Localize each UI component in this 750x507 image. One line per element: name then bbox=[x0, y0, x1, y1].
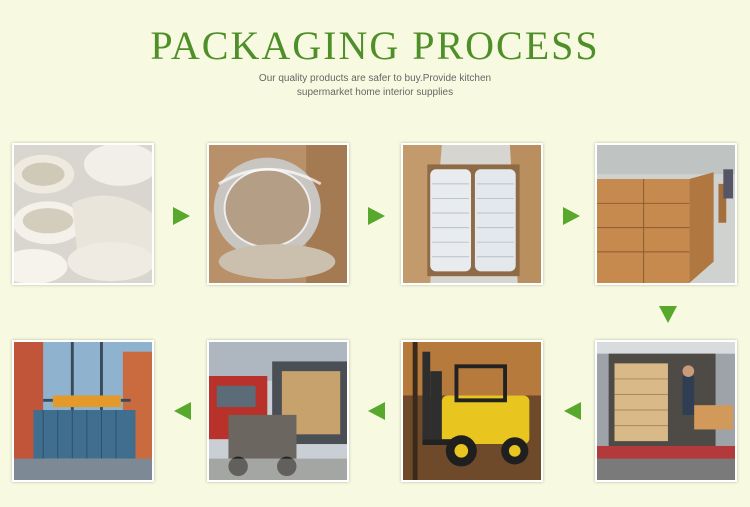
stacked-bowls-photo bbox=[14, 145, 152, 283]
subtitle-line-1: Our quality products are safer to buy.Pr… bbox=[258, 73, 492, 84]
page-subtitle: Our quality products are safer to buy.Pr… bbox=[0, 72, 750, 100]
arrow-left-icon bbox=[562, 400, 584, 422]
arrow-right-icon bbox=[170, 205, 192, 227]
truck-container-photo bbox=[209, 342, 347, 480]
step-5-photo bbox=[595, 340, 737, 482]
container-loading-photo bbox=[597, 342, 735, 480]
step-1-photo bbox=[12, 143, 154, 285]
step-2-photo bbox=[207, 143, 349, 285]
arrow-right-icon bbox=[365, 205, 387, 227]
page-title: PACKAGING PROCESS bbox=[150, 23, 600, 68]
wrapped-bowls-photo bbox=[209, 145, 347, 283]
step-4-photo bbox=[595, 143, 737, 285]
port-crane-photo bbox=[14, 342, 152, 480]
arrow-down-icon bbox=[657, 303, 679, 325]
arrow-left-icon bbox=[366, 400, 388, 422]
arrow-left-icon bbox=[172, 400, 194, 422]
step-3-photo bbox=[401, 143, 543, 285]
step-7-photo bbox=[207, 340, 349, 482]
forklift-photo bbox=[403, 342, 541, 480]
step-8-photo bbox=[12, 340, 154, 482]
packed-carton-photo bbox=[403, 145, 541, 283]
subtitle-line-2: supermarket home interior supplies bbox=[296, 87, 454, 98]
step-6-photo bbox=[401, 340, 543, 482]
arrow-right-icon bbox=[560, 205, 582, 227]
warehouse-boxes-photo bbox=[597, 145, 735, 283]
